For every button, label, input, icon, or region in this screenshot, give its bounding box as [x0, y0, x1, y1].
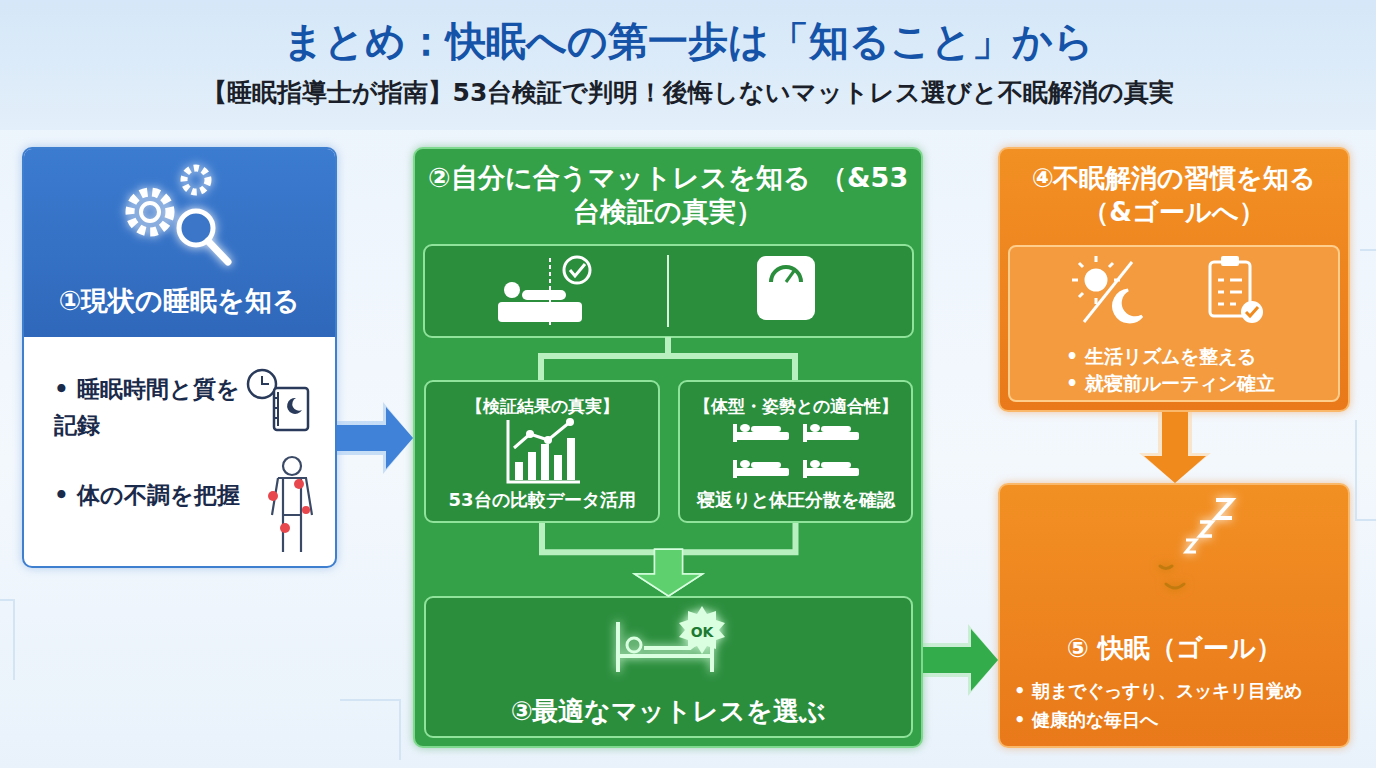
- arrow-glow: [923, 624, 998, 696]
- step-box: ①現状の睡眠を知る • 睡眠時間と質を記録 • 体の不調を把握: [22, 147, 337, 568]
- connector-arrow: [337, 402, 413, 474]
- node-text: • 朝までぐっすり、スッキリ目覚め: [1014, 677, 1348, 705]
- node-heading: • 生活リズムを整える: [1066, 343, 1332, 370]
- node-heading: 【検証結果の真実】: [426, 394, 658, 418]
- trace-line: [340, 700, 400, 760]
- diagram-title: まとめ：快眠への第一歩は「知ること」から: [0, 16, 1376, 66]
- node-heading: ①現状の睡眠を知る: [24, 283, 335, 319]
- habit-panel: • 生活リズムを整える• 就寝前ルーティン確立: [1008, 245, 1340, 402]
- node-text: • 体の不調を把握: [54, 477, 284, 513]
- arrow-body: [337, 407, 413, 469]
- trace-line: [0, 600, 14, 680]
- node-heading: ⑤ 快眠（ゴール）: [1000, 631, 1348, 665]
- arrow-glow: [1139, 412, 1211, 483]
- step-box: ④不眠解消の習慣を知る （&ゴールへ） • 生活リズムを整える• 就寝前ルーティン…: [998, 147, 1350, 412]
- node-text: 寝返りと体圧分散を確認: [680, 488, 911, 512]
- info-box: 【検証結果の真実】 53台の比較データ活用: [424, 380, 660, 523]
- node-heading: ④不眠解消の習慣を知る （&ゴールへ）: [1006, 161, 1342, 229]
- step-box: ②自分に合うマットレスを知る （&53台検証の真実） 【検証結果の真実】 53台の比…: [413, 147, 923, 748]
- arrow-body: [923, 629, 998, 691]
- goal-box: ⑤ 快眠（ゴール） • 朝までぐっすり、スッキリ目覚め• 健康的な毎日へ: [998, 483, 1350, 748]
- info-box: 【体型・姿勢との適合性】寝返りと体圧分散を確認: [678, 380, 913, 523]
- node-heading: 【体型・姿勢との適合性】: [680, 394, 911, 418]
- node-text: • 就寝前ルーティン確立: [1066, 370, 1332, 397]
- node-text: • 健康的な毎日へ: [1014, 706, 1348, 734]
- trace-line: [1356, 250, 1376, 520]
- node-heading: ③最適なマットレスを選ぶ: [426, 694, 911, 728]
- arrow-body: [1144, 412, 1206, 483]
- subtitle: 【睡眠指導士が指南】53台検証で判明！後悔しないマットレス選びと不眠解消の真実: [0, 76, 1376, 110]
- connector-arrow: [923, 624, 998, 696]
- node-heading: ②自分に合うマットレスを知る （&53台検証の真実）: [425, 161, 911, 229]
- badge-text: OK: [682, 620, 722, 644]
- node-text: • 睡眠時間と質を記録: [54, 371, 259, 443]
- connector-arrow: [1139, 412, 1211, 483]
- node-text: 53台の比較データ活用: [426, 488, 658, 512]
- result-box: ③最適なマットレスを選ぶ: [424, 596, 913, 738]
- arrow-glow: [337, 402, 413, 474]
